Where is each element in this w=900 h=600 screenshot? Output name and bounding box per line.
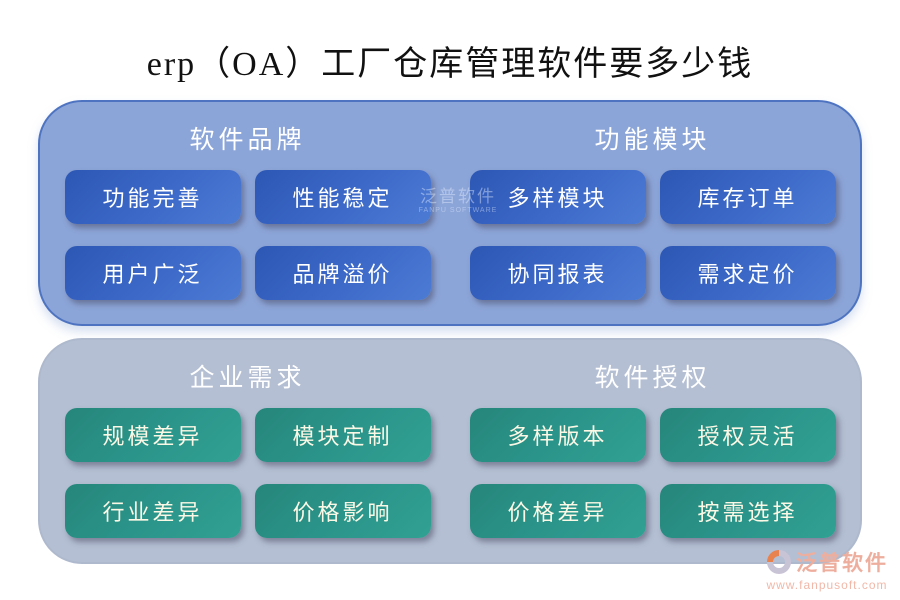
group-software-licensing: 软件授权 多样版本 授权灵活 价格差异 按需选择 (465, 352, 840, 538)
group-header-function-modules: 功能模块 (594, 127, 711, 154)
button-grid: 多样版本 授权灵活 价格差异 按需选择 (469, 408, 836, 538)
button-grid: 规模差异 模块定制 行业差异 价格影响 (64, 408, 431, 538)
tile-wide-users[interactable]: 用户广泛 (64, 246, 241, 300)
brand-name: 泛普软件 (796, 551, 888, 575)
panel-software-factors: 软件品牌 功能完善 性能稳定 用户广泛 品牌溢价 功能模块 多样模块 库存订单 … (38, 100, 862, 326)
button-grid: 多样模块 库存订单 协同报表 需求定价 (469, 170, 836, 300)
page-title: erp（OA）工厂仓库管理软件要多少钱 (146, 46, 754, 83)
brand-url[interactable]: www.fanpusoft.com (766, 578, 888, 592)
group-header-enterprise-needs: 企业需求 (189, 365, 306, 392)
tile-flexible-licensing[interactable]: 授权灵活 (659, 408, 836, 462)
tile-demand-pricing[interactable]: 需求定价 (659, 246, 836, 300)
footer-brand: 泛普软件 www.fanpusoft.com (766, 547, 888, 592)
tile-industry-difference[interactable]: 行业差异 (64, 484, 241, 538)
tile-price-difference[interactable]: 价格差异 (469, 484, 646, 538)
tile-complete-features[interactable]: 功能完善 (64, 170, 241, 224)
tile-price-impact[interactable]: 价格影响 (254, 484, 431, 538)
tile-brand-premium[interactable]: 品牌溢价 (254, 246, 431, 300)
tile-diverse-modules[interactable]: 多样模块 (469, 170, 646, 224)
fanpu-logo-icon (766, 549, 792, 575)
tile-stable-performance[interactable]: 性能稳定 (254, 170, 431, 224)
group-header-software-brand: 软件品牌 (189, 127, 306, 154)
group-header-software-licensing: 软件授权 (594, 365, 711, 392)
button-grid: 功能完善 性能稳定 用户广泛 品牌溢价 (64, 170, 431, 300)
panel-pricing-factors: 企业需求 规模差异 模块定制 行业差异 价格影响 软件授权 多样版本 授权灵活 … (38, 338, 862, 564)
tile-scale-difference[interactable]: 规模差异 (64, 408, 241, 462)
tile-choose-on-demand[interactable]: 按需选择 (659, 484, 836, 538)
tile-module-customization[interactable]: 模块定制 (254, 408, 431, 462)
group-software-brand: 软件品牌 功能完善 性能稳定 用户广泛 品牌溢价 (60, 114, 435, 300)
group-function-modules: 功能模块 多样模块 库存订单 协同报表 需求定价 (465, 114, 840, 300)
group-enterprise-needs: 企业需求 规模差异 模块定制 行业差异 价格影响 (60, 352, 435, 538)
tile-inventory-orders[interactable]: 库存订单 (659, 170, 836, 224)
tile-collab-reports[interactable]: 协同报表 (469, 246, 646, 300)
tile-multiple-versions[interactable]: 多样版本 (469, 408, 646, 462)
